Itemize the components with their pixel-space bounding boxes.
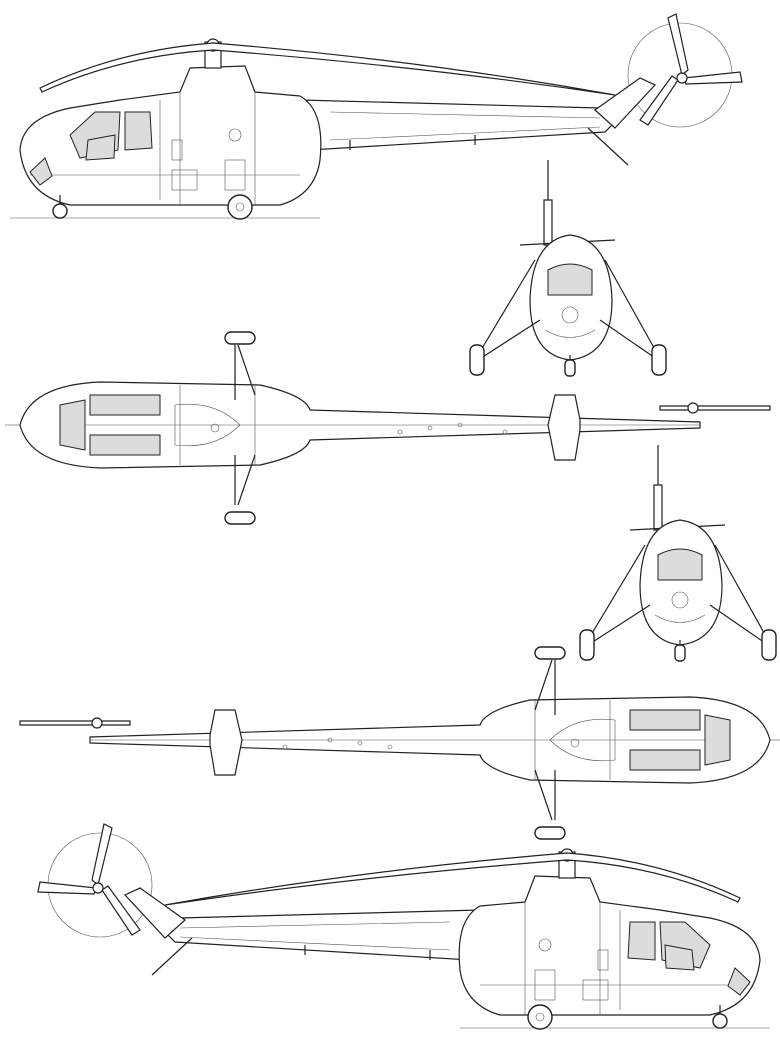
bottom-view [19, 646, 780, 840]
rear-view [579, 444, 777, 662]
front-view [469, 159, 667, 377]
side-view-left [9, 13, 743, 220]
side-view-right [37, 823, 771, 1030]
